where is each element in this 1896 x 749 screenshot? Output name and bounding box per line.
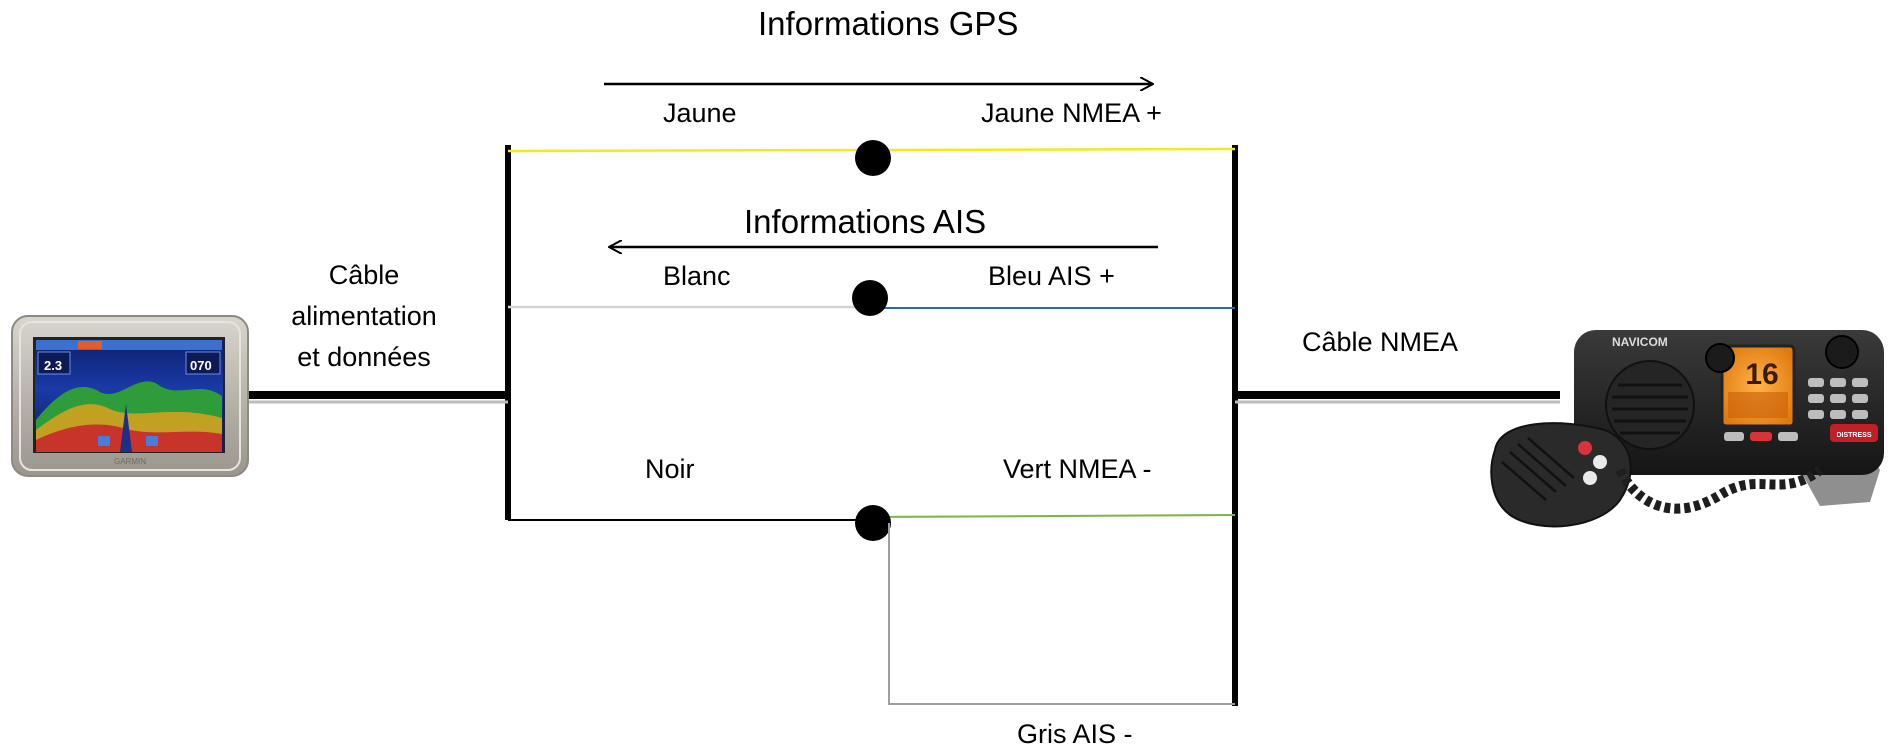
gps-chartplotter: 2.3 070 GARMIN — [11, 315, 249, 477]
grey-wire — [888, 523, 1235, 705]
title-gps-information: Informations GPS — [758, 5, 1019, 42]
label-noir: Noir — [645, 454, 695, 484]
vhf-distress-label: DISTRESS — [1836, 432, 1871, 439]
cable-power-line-2: alimentation — [291, 301, 437, 331]
title-ais-information: Informations AIS — [744, 203, 987, 240]
vhf-brand: NAVICOM — [1612, 335, 1668, 349]
label-vert-nmea: Vert NMEA - — [1003, 454, 1152, 484]
label-bleu-ais: Bleu AIS + — [988, 261, 1115, 291]
label-jaune: Jaune — [663, 98, 737, 128]
label-cable-nmea: Câble NMEA — [1302, 327, 1459, 357]
vhf-radio: NAVICOM 16 DISTRESS — [1490, 330, 1884, 528]
label-blanc: Blanc — [663, 261, 731, 291]
gps-brand: GARMIN — [114, 457, 146, 466]
cable-power-line-3: et données — [297, 342, 431, 372]
gps-right-readout: 070 — [190, 358, 212, 373]
yellow-junction — [855, 140, 891, 176]
label-jaune-nmea: Jaune NMEA + — [981, 98, 1162, 128]
gps-left-readout: 2.3 — [44, 358, 62, 373]
label-gris-ais: Gris AIS - — [1017, 719, 1133, 749]
ground-junction — [855, 505, 891, 541]
label-cable-power-data: Câble alimentation et données — [264, 255, 464, 378]
green-wire — [872, 514, 1236, 518]
blue-junction — [852, 280, 888, 316]
vhf-channel: 16 — [1745, 358, 1778, 391]
cable-power-line-1: Câble — [328, 260, 400, 290]
